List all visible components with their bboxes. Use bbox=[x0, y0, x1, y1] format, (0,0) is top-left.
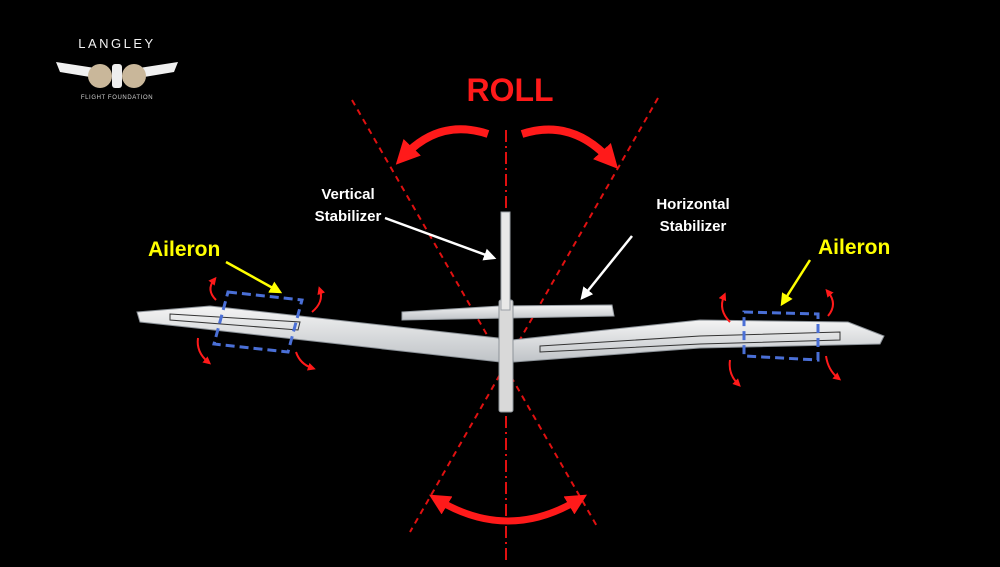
logo-name: LANGLEY bbox=[58, 36, 176, 51]
vertical-stabilizer-label: Vertical Stabilizer bbox=[300, 184, 396, 228]
vertical-stabilizer bbox=[501, 212, 510, 310]
fuselage bbox=[499, 300, 513, 412]
roll-arrow-bottom bbox=[438, 500, 578, 521]
logo-tagline: FLIGHT FOUNDATION bbox=[58, 95, 176, 101]
horizontal-stabilizer-label: Horizontal Stabilizer bbox=[638, 194, 748, 238]
deflection-arrow-icon bbox=[722, 296, 730, 322]
langley-logo bbox=[56, 62, 178, 88]
horizontal-stabilizer-pointer bbox=[582, 236, 632, 298]
aileron-label-right: Aileron bbox=[818, 236, 890, 260]
deflection-arrow-icon bbox=[312, 290, 321, 312]
vertical-stabilizer-label-line1: Vertical bbox=[300, 184, 396, 206]
vertical-stabilizer-pointer bbox=[385, 218, 494, 258]
deflection-arrow-icon bbox=[296, 352, 312, 368]
right-wing bbox=[506, 320, 884, 362]
deflection-arrow-icon bbox=[826, 356, 838, 378]
deflection-arrow-icon bbox=[210, 280, 216, 300]
vertical-stabilizer-label-line2: Stabilizer bbox=[300, 206, 396, 228]
logo-right-emblem-icon bbox=[122, 64, 146, 88]
horizontal-stabilizer-label-line1: Horizontal bbox=[638, 194, 748, 216]
logo-propeller-icon bbox=[112, 64, 122, 88]
aileron-left-pointer bbox=[226, 262, 280, 292]
logo-left-emblem-icon bbox=[88, 64, 112, 88]
roll-arrow-left bbox=[404, 129, 488, 156]
deflection-arrow-icon bbox=[730, 360, 738, 384]
aileron-right-pointer bbox=[782, 260, 810, 304]
horizontal-stabilizer-label-line2: Stabilizer bbox=[638, 216, 748, 238]
deflection-arrow-icon bbox=[828, 292, 833, 316]
roll-title: ROLL bbox=[460, 72, 560, 109]
deflection-arrow-icon bbox=[198, 338, 208, 362]
roll-arrow-right bbox=[522, 130, 610, 160]
aileron-label-left: Aileron bbox=[148, 238, 220, 262]
